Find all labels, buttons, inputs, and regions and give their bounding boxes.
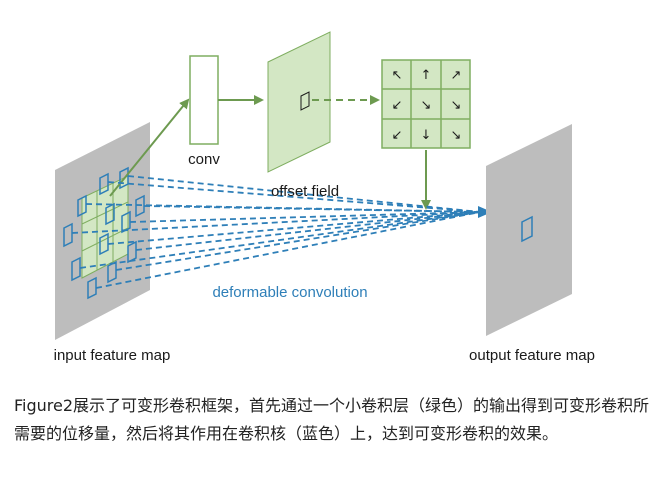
offset-arrow-icon: ↙ bbox=[392, 98, 403, 113]
offset-arrow-icon: ↙ bbox=[392, 128, 403, 143]
input-to-conv-arrow bbox=[109, 98, 190, 197]
deformable-convolution-diagram: ↖ ↑ ↗ ↙ ↘ ↘ ↙ ↓ ↘ conv offset field defo… bbox=[54, 31, 595, 364]
offset-arrow-icon: ↗ bbox=[451, 68, 462, 83]
offset-field-label: offset field bbox=[271, 183, 339, 200]
offsets-grid bbox=[381, 59, 471, 149]
conv-label: conv bbox=[188, 151, 220, 168]
offset-field-cell bbox=[300, 91, 310, 111]
figure-caption: Figure2展示了可变形卷积框架，首先通过一个小卷积层（绿色）的输出得到可变形… bbox=[14, 396, 650, 443]
output-feature-map-plane bbox=[486, 124, 572, 336]
offset-arrow-icon: ↘ bbox=[451, 98, 462, 113]
output-cell bbox=[521, 215, 533, 243]
deformable-sampling-lines bbox=[71, 175, 481, 289]
deformable-convolution-label: deformable convolution bbox=[212, 284, 367, 301]
convergence-arrowhead bbox=[478, 206, 492, 218]
conv-layer-box bbox=[189, 55, 219, 145]
offset-field-plane bbox=[267, 31, 331, 173]
offset-arrow-icon: ↘ bbox=[421, 98, 432, 113]
offset-arrow-icon: ↑ bbox=[421, 68, 432, 83]
offset-arrows: ↖ ↑ ↗ ↙ ↘ ↘ ↙ ↓ ↘ bbox=[392, 68, 462, 143]
input-feature-map-label: input feature map bbox=[54, 347, 171, 364]
offset-arrow-icon: ↓ bbox=[421, 128, 432, 143]
output-feature-map-label: output feature map bbox=[469, 347, 595, 364]
offset-arrow-icon: ↖ bbox=[392, 68, 403, 83]
offset-arrow-icon: ↘ bbox=[451, 128, 462, 143]
